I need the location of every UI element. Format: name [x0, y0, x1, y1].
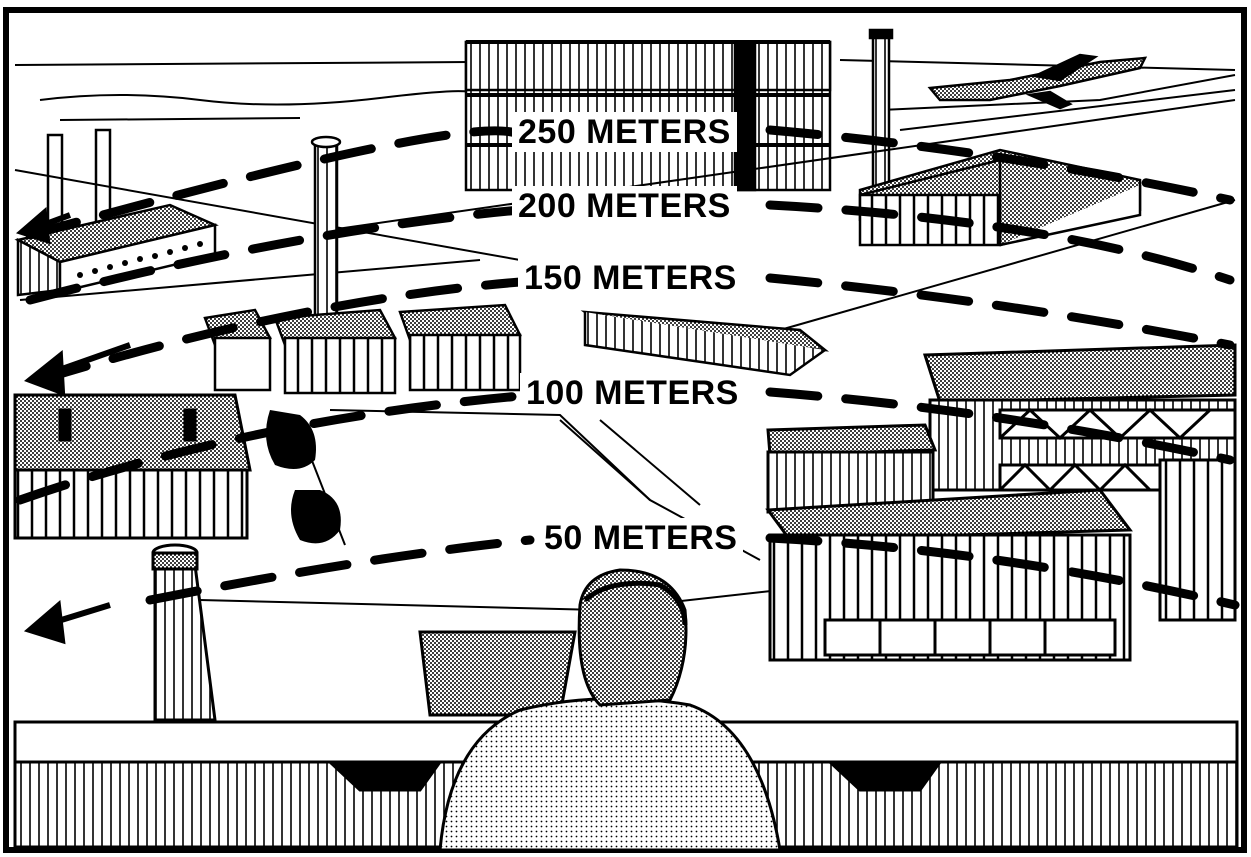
range-label-150: 150 METERS: [518, 258, 743, 298]
range-label-100: 100 METERS: [520, 373, 745, 413]
range-label-200: 200 METERS: [512, 186, 737, 226]
right-smokestack: [870, 30, 892, 192]
range-label-250: 250 METERS: [512, 112, 737, 152]
center-smokestack: [312, 137, 340, 320]
range-label-50: 50 METERS: [538, 518, 743, 558]
